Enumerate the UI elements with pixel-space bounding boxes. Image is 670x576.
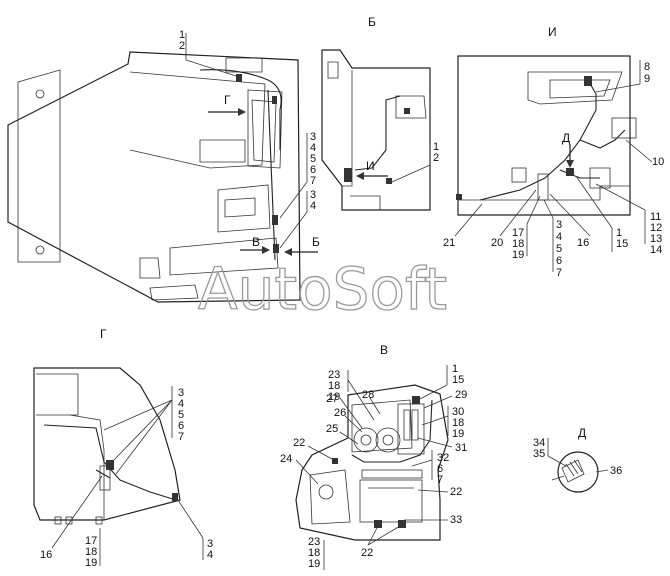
callout-v-18b: 18 [452, 417, 464, 429]
callout-i-5: 5 [556, 243, 562, 255]
callout-g-18: 18 [85, 546, 97, 558]
callout-v-32: 32 [437, 452, 449, 464]
callout-i-11: 11 [650, 211, 661, 223]
view-b-title: Б [368, 15, 376, 29]
callout-main-7: 7 [310, 175, 316, 187]
arrow-g-label: Г [224, 93, 231, 107]
callout-v-19: 19 [328, 391, 340, 403]
callout-main-3: 3 [310, 131, 316, 143]
callout-g-3: 3 [178, 387, 184, 399]
callout-v-22b: 22 [450, 486, 462, 498]
view-b [321, 49, 431, 211]
callout-g-4b: 4 [207, 549, 213, 561]
main-view [7, 51, 301, 303]
view-v [295, 384, 449, 541]
callout-i-1: 1 [616, 227, 622, 239]
callout-i-18: 18 [512, 238, 524, 250]
callout-g-6: 6 [178, 420, 184, 432]
callout-main-6: 6 [310, 164, 316, 176]
callout-g-17: 17 [85, 535, 97, 547]
callout-i-10: 10 [652, 156, 664, 168]
callout-v-1: 1 [452, 363, 458, 375]
callout-main-5: 5 [310, 153, 316, 165]
callout-v-25: 25 [326, 423, 338, 435]
callout-v-24: 24 [280, 453, 292, 465]
callout-v-15: 15 [452, 374, 464, 386]
callout-i-13: 13 [650, 233, 662, 245]
callout-v-6: 6 [437, 463, 443, 475]
watermark-text: AutoSoft [198, 255, 447, 323]
arrow-d-label: Д [562, 131, 570, 145]
callout-g-4: 4 [178, 398, 184, 410]
callout-v-19c: 19 [308, 558, 320, 570]
callout-main-3b: 3 [310, 189, 316, 201]
arrow-v-label: В [252, 235, 260, 249]
callout-g-19: 19 [85, 557, 97, 569]
callout-v-22c: 22 [361, 547, 373, 559]
callout-b-1: 1 [433, 141, 439, 153]
callout-i-19: 19 [512, 249, 524, 261]
callout-g-16: 16 [40, 549, 52, 561]
callout-i-7: 7 [556, 267, 562, 279]
callout-i-20: 20 [491, 237, 503, 249]
arrow-i: И [356, 159, 388, 180]
callout-v-22a: 22 [293, 437, 305, 449]
callout-main-1: 1 [179, 29, 185, 41]
callout-v-33: 33 [450, 514, 462, 526]
view-i [456, 55, 637, 216]
callout-b-2: 2 [433, 152, 439, 164]
view-i-title: И [548, 25, 557, 39]
callout-i-9: 9 [644, 73, 650, 85]
view-d-title: Д [578, 426, 586, 440]
callout-v-26: 26 [334, 407, 346, 419]
callout-v-29: 29 [455, 389, 467, 401]
callout-i-15: 15 [616, 238, 628, 250]
arrow-b-label: Б [312, 235, 320, 249]
callout-i-21: 21 [443, 237, 455, 249]
arrow-b: Б [284, 235, 320, 256]
view-d [557, 451, 599, 493]
callout-v-27: 27 [326, 393, 338, 405]
callout-i-12: 12 [650, 222, 662, 234]
callout-v-19b: 19 [452, 428, 464, 440]
callout-v-23: 23 [328, 369, 340, 381]
view-v-title: В [380, 343, 388, 357]
callout-i-6: 6 [556, 255, 562, 267]
callout-v-18c: 18 [308, 547, 320, 559]
callout-g-7: 7 [178, 431, 184, 443]
callout-i-3: 3 [556, 219, 562, 231]
callout-i-4: 4 [556, 231, 562, 243]
callout-v-7: 7 [437, 474, 443, 486]
callout-main-4: 4 [310, 142, 316, 154]
callout-v-18: 18 [328, 380, 340, 392]
callout-v-23b: 23 [308, 536, 320, 548]
arrow-d: Д [562, 131, 574, 168]
callout-d-36: 36 [610, 465, 622, 477]
arrow-v: В [240, 235, 270, 254]
view-g [33, 367, 181, 525]
callout-g-3b: 3 [207, 538, 213, 550]
callout-main-4b: 4 [310, 200, 316, 212]
view-g-title: Г [100, 327, 107, 341]
callout-i-17: 17 [512, 227, 524, 239]
arrow-i-label: И [366, 159, 375, 173]
callout-g-5: 5 [178, 409, 184, 421]
callout-main-2: 2 [179, 40, 185, 52]
callout-i-14: 14 [650, 244, 662, 256]
callout-d-34: 34 [533, 437, 545, 449]
callout-v-31: 31 [455, 442, 467, 454]
callout-v-30: 30 [452, 406, 464, 418]
callout-i-8: 8 [644, 61, 650, 73]
callout-i-16: 16 [577, 237, 589, 249]
callout-d-35: 35 [533, 448, 545, 460]
callout-v-28: 28 [362, 389, 374, 401]
arrow-g: Г [208, 93, 246, 116]
